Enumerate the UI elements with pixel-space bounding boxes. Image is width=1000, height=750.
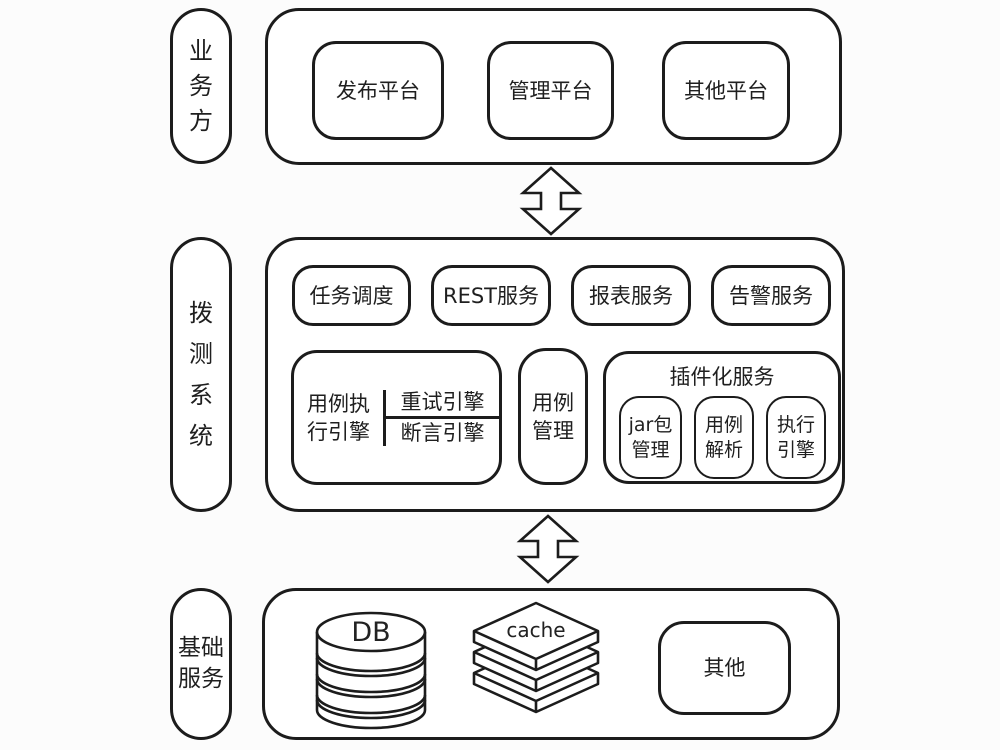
manage-platform-box: 管理平台 xyxy=(487,41,614,140)
dialtest-section-container: 任务调度 REST服务 报表服务 告警服务 用例执 行引擎 重试引擎 断言引擎 … xyxy=(265,237,845,512)
jar-package-management-box: jar包 管理 xyxy=(619,396,682,479)
double-arrow-icon xyxy=(516,514,580,584)
assert-engine-cell: 断言引擎 xyxy=(400,421,485,445)
db-icon-label: DB xyxy=(351,617,390,648)
stacked-layers-icon: cache xyxy=(472,601,600,714)
report-service-box: 报表服务 xyxy=(571,265,691,326)
case-execution-engine-label: 用例执 行引擎 xyxy=(294,389,386,446)
business-section-container: 发布平台 管理平台 其他平台 xyxy=(265,8,842,165)
case-parse-box: 用例 解析 xyxy=(694,396,754,479)
retry-engine-cell: 重试引擎 xyxy=(386,388,499,419)
base-section-container: DB cache 其他 xyxy=(262,588,840,740)
other-services-box: 其他 xyxy=(658,621,791,715)
case-management-box: 用例 管理 xyxy=(518,348,588,485)
case-execution-engine-box: 用例执 行引擎 重试引擎 断言引擎 xyxy=(291,350,502,485)
execution-engine-box: 执行 引擎 xyxy=(766,396,826,479)
database-cylinder-icon: DB xyxy=(315,611,427,730)
rest-service-box: REST服务 xyxy=(431,265,551,326)
plugin-service-title: 插件化服务 xyxy=(669,365,775,389)
cache-icon-label: cache xyxy=(506,618,565,642)
dialtest-section-label: 拨 测 系 统 xyxy=(170,237,232,512)
plugin-service-container: 插件化服务 jar包 管理 用例 解析 执行 引擎 xyxy=(603,351,841,484)
publish-platform-box: 发布平台 xyxy=(312,41,444,140)
business-section-label: 业 务 方 xyxy=(170,8,232,164)
task-scheduler-box: 任务调度 xyxy=(292,265,411,326)
alert-service-box: 告警服务 xyxy=(711,265,831,326)
other-platform-box: 其他平台 xyxy=(662,41,790,140)
double-arrow-icon xyxy=(519,166,583,236)
sub-engines: 重试引擎 断言引擎 xyxy=(386,388,499,447)
base-section-label: 基础 服务 xyxy=(170,588,232,740)
